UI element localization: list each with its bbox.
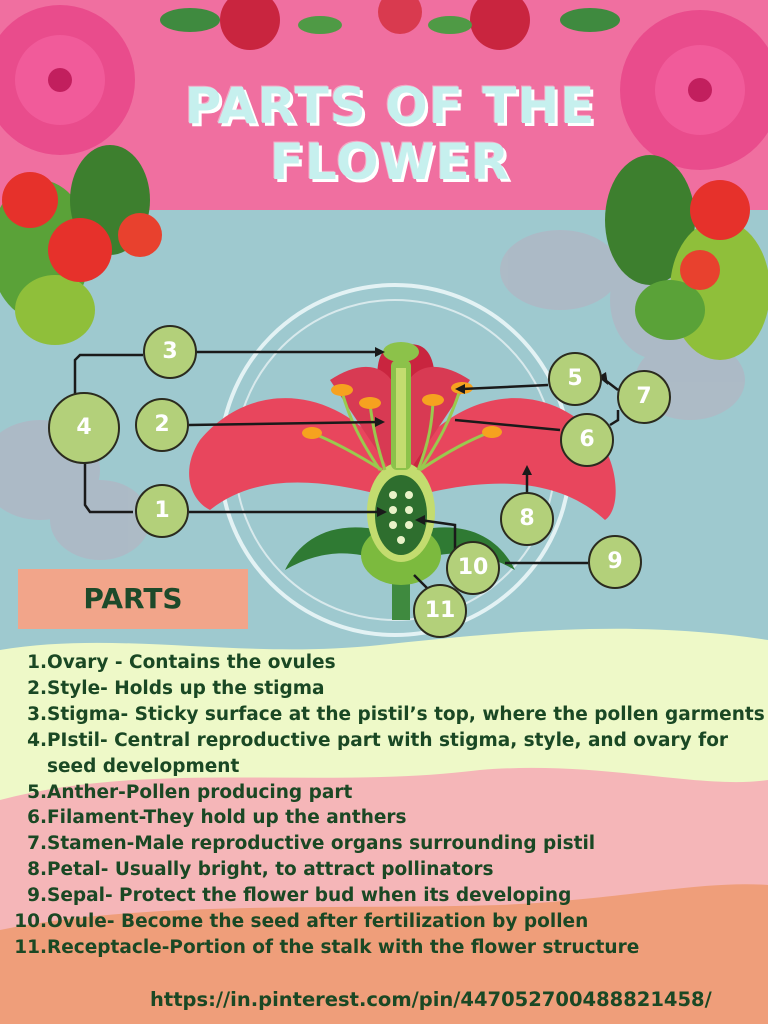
- list-item: 9.Sepal- Protect the flower bud when its…: [27, 885, 572, 907]
- list-item: 11.Receptacle-Portion of the stalk with …: [14, 936, 640, 958]
- list-item: 10.Ovule- Become the seed after fertiliz…: [14, 911, 589, 933]
- list-item: 4.PIstil- Central reproductive part with…: [27, 729, 729, 777]
- source-link[interactable]: https://in.pinterest.com/pin/44705270048…: [150, 988, 712, 1011]
- list-item: 1.Ovary - Contains the ovules: [27, 652, 336, 673]
- list-item: 6.Filament-They hold up the anthers: [27, 807, 407, 829]
- parts-heading-box: PARTS: [18, 569, 248, 629]
- label-badge-2: 2: [135, 398, 189, 452]
- list-item: 3.Stigma- Sticky surface at the pistil’s…: [27, 703, 765, 725]
- label-badge-8: 8: [500, 492, 554, 546]
- label-badge-9: 9: [588, 535, 642, 589]
- list-item: 5.Anther-Pollen producing part: [27, 781, 353, 803]
- label-badge-10: 10: [446, 541, 500, 595]
- parts-list: 1.Ovary - Contains the ovules 2.Style- H…: [10, 650, 768, 961]
- label-badge-3: 3: [143, 325, 197, 379]
- list-item: 7.Stamen-Male reproductive organs surrou…: [27, 833, 596, 855]
- label-badge-7: 7: [617, 370, 671, 424]
- list-item: 8.Petal- Usually bright, to attract poll…: [27, 859, 494, 881]
- list-item: 2.Style- Holds up the stigma: [27, 677, 325, 699]
- label-badge-11: 11: [413, 584, 467, 638]
- label-badge-5: 5: [548, 352, 602, 406]
- label-badge-6: 6: [560, 413, 614, 467]
- parts-heading: PARTS: [83, 582, 183, 615]
- label-badge-1: 1: [135, 484, 189, 538]
- page-title: PARTS OF THE FLOWER: [184, 77, 596, 191]
- label-badge-4: 4: [48, 392, 120, 464]
